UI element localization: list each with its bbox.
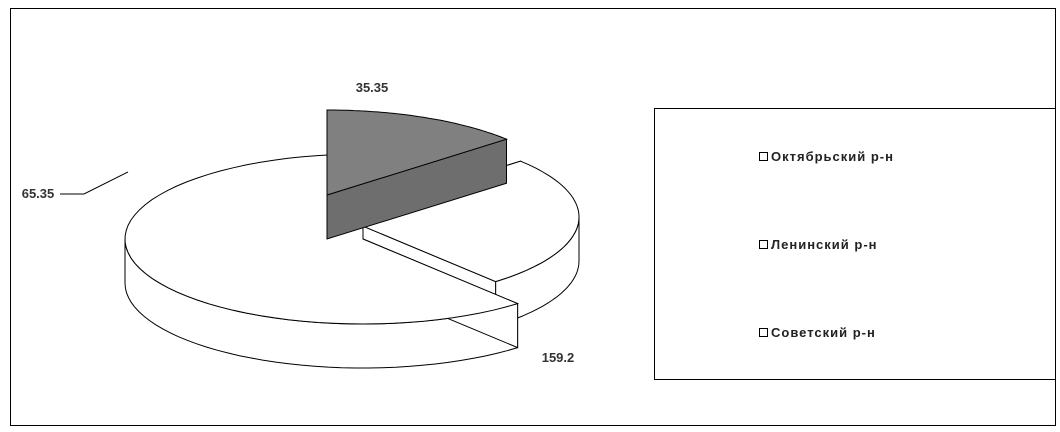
legend-item-leninsky: Ленинский р-н <box>759 237 878 252</box>
chart-legend: Октябрьский р-н Ленинский р-н Советский … <box>654 108 1056 380</box>
legend-swatch-leninsky <box>759 240 768 249</box>
slice-top-leninsky <box>339 160 580 283</box>
data-label-leninsky: 65.35 <box>22 186 55 201</box>
legend-item-oktyabrsky: Октябрьский р-н <box>759 149 894 164</box>
legend-label-oktyabrsky: Октябрьский р-н <box>771 149 894 164</box>
leader-line-leninsky <box>60 171 129 195</box>
slice-top-oktyabrsky <box>326 109 508 196</box>
legend-item-sovetsky: Советский р-н <box>759 325 876 340</box>
legend-label-leninsky: Ленинский р-н <box>771 237 878 252</box>
legend-swatch-sovetsky <box>759 328 768 337</box>
slice-top-sovetsky <box>124 153 520 325</box>
legend-label-sovetsky: Советский р-н <box>771 325 876 340</box>
data-label-oktyabrsky: 35.35 <box>356 80 389 95</box>
legend-swatch-oktyabrsky <box>759 152 768 161</box>
data-label-sovetsky: 159.2 <box>542 350 575 365</box>
